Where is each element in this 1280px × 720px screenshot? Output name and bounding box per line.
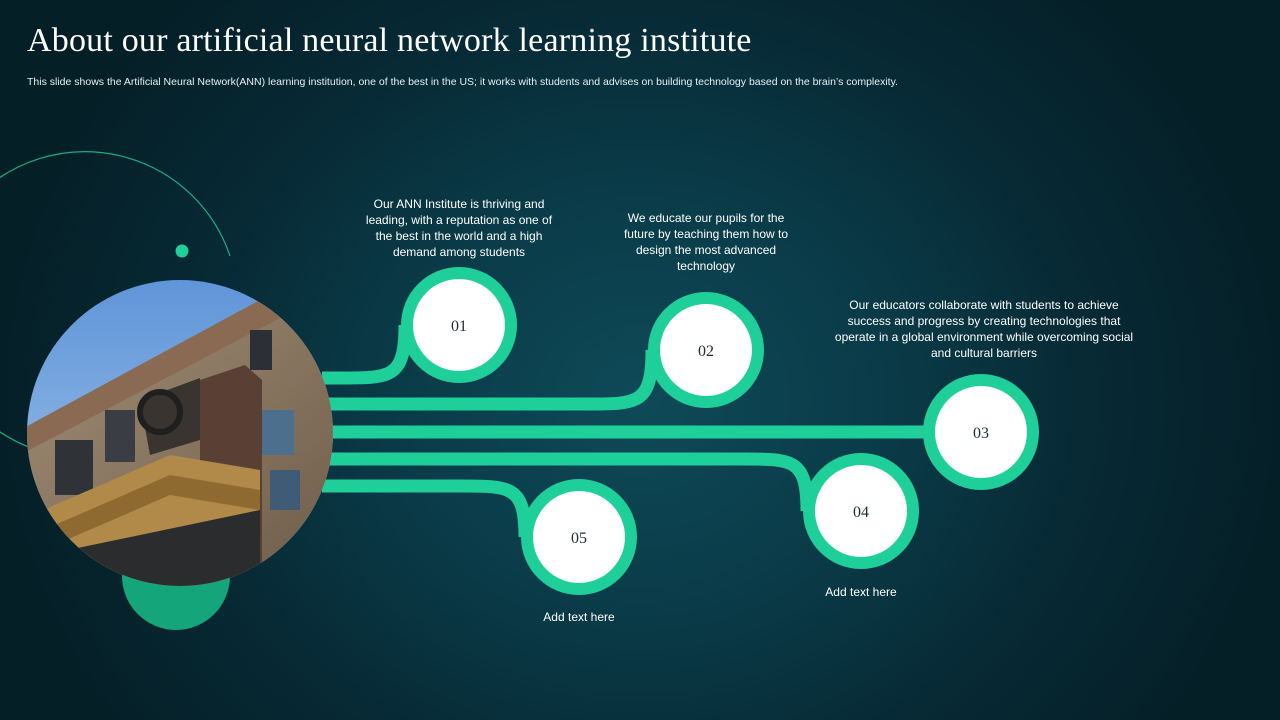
slide-title: About our artificial neural network lear… (27, 22, 752, 59)
connector-band-01 (322, 324, 412, 385)
node-description-01: Our ANN Institute is thriving and leadin… (365, 197, 553, 259)
node-description-05: Add text here (543, 610, 615, 624)
node-number-03: 03 (973, 425, 989, 442)
node-center-01 (413, 279, 505, 371)
node-03: 03 (923, 374, 1039, 490)
node-04: 04 (803, 453, 919, 569)
node-center-02 (660, 304, 752, 396)
connector-band-05 (322, 479, 532, 538)
node-number-01: 01 (451, 318, 467, 335)
node-number-04: 04 (853, 504, 869, 521)
building-photo (27, 280, 333, 586)
node-number-02: 02 (698, 343, 714, 360)
node-description-03: Our educators collaborate with students … (834, 298, 1134, 360)
node-center-04 (815, 465, 907, 557)
node-center-05 (533, 491, 625, 583)
node-number-05: 05 (571, 530, 587, 547)
node-center-03 (935, 386, 1027, 478)
orbit-dot (175, 244, 189, 258)
node-description-04: Add text here (825, 585, 897, 599)
node-description-02: We educate our pupils for the future by … (623, 211, 789, 273)
orbit-ring (0, 151, 231, 451)
slide-subtitle: This slide shows the Artificial Neural N… (27, 76, 898, 88)
node-05: 05 (521, 479, 637, 595)
node-01: 01 (401, 267, 517, 383)
node-02: 02 (648, 292, 764, 408)
